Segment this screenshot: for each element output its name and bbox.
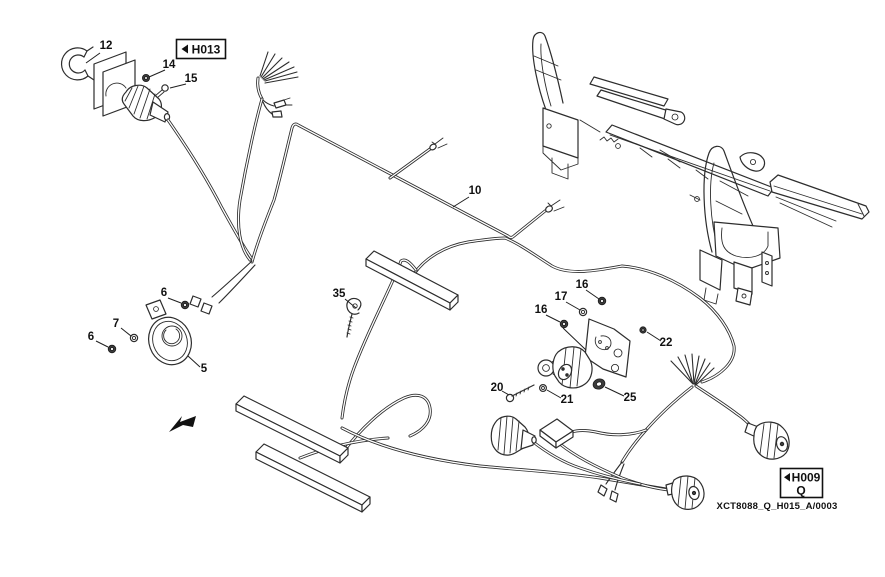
ref-box-h013: H013 bbox=[175, 38, 227, 60]
round-connector-right bbox=[744, 421, 790, 460]
washer-21 bbox=[538, 384, 547, 393]
wiring-harness bbox=[166, 97, 751, 503]
retainer-clip bbox=[60, 46, 95, 81]
left-triangle-icon bbox=[181, 44, 188, 54]
callout-10: 10 bbox=[469, 185, 482, 197]
bar-slat-middle bbox=[235, 395, 349, 464]
speaker-terminals bbox=[189, 295, 213, 315]
plug-assembly bbox=[537, 346, 593, 389]
switch-bracket-group bbox=[505, 296, 647, 403]
washer-17 bbox=[578, 307, 588, 317]
bar-slat-lower bbox=[255, 443, 371, 513]
callout-17: 17 bbox=[555, 291, 568, 303]
bar-slats bbox=[235, 250, 459, 513]
speaker bbox=[145, 299, 192, 366]
callout-14: 14 bbox=[163, 59, 176, 71]
callout-leaders bbox=[85, 52, 662, 399]
ref-label-h013: H013 bbox=[192, 43, 221, 57]
direction-arrow-icon bbox=[169, 416, 196, 432]
spade-terminal-upper bbox=[429, 137, 448, 151]
callout-25: 25 bbox=[624, 392, 637, 404]
callout-21: 21 bbox=[561, 394, 574, 406]
callout-5: 5 bbox=[201, 363, 208, 375]
wire-branch-fan bbox=[670, 353, 715, 386]
round-connector-top-left bbox=[121, 84, 171, 123]
nut-6-lower bbox=[107, 344, 117, 354]
fork-terminals bbox=[262, 97, 293, 118]
round-connector-bottom bbox=[665, 475, 705, 510]
bar-slat-upper bbox=[365, 250, 459, 311]
callout-7: 7 bbox=[113, 318, 119, 330]
ref-box-h009: H009 Q bbox=[779, 467, 824, 499]
callout-12: 12 bbox=[100, 40, 113, 52]
nut-16-upper bbox=[597, 296, 607, 306]
screw-15 bbox=[154, 84, 169, 99]
callout-16-upper: 16 bbox=[576, 279, 589, 291]
wire-splay-top bbox=[256, 51, 299, 118]
callout-16-lower: 16 bbox=[535, 304, 548, 316]
spade-terminal-mid bbox=[545, 199, 565, 213]
cable-clip-35 bbox=[346, 297, 362, 338]
nut-6-upper bbox=[180, 300, 190, 310]
drawing-code: XCT8088_Q_H015_A/0003 bbox=[717, 501, 838, 512]
bolt-20 bbox=[505, 384, 535, 403]
callout-6-lower: 6 bbox=[88, 331, 94, 343]
left-triangle-icon bbox=[784, 473, 790, 482]
callout-22: 22 bbox=[660, 337, 673, 349]
nut-14 bbox=[141, 74, 150, 83]
chassis-frame bbox=[532, 31, 870, 306]
ref-label-h009: H009 bbox=[792, 471, 821, 485]
grommet-25 bbox=[592, 378, 606, 390]
callout-35: 35 bbox=[333, 288, 346, 300]
round-connector-left bbox=[490, 415, 537, 456]
callout-20: 20 bbox=[491, 382, 504, 394]
washer-7 bbox=[129, 333, 139, 343]
ref-sublabel-q: Q bbox=[796, 484, 805, 498]
bottom-connectors bbox=[490, 415, 790, 510]
mount-assembly-top-left bbox=[60, 46, 171, 123]
callout-15: 15 bbox=[185, 73, 198, 85]
nut-16-lower bbox=[559, 319, 569, 329]
rect-connector bbox=[539, 418, 574, 449]
callout-6-upper: 6 bbox=[161, 287, 167, 299]
screw-22 bbox=[639, 326, 647, 334]
callout-numbers: 12 14 15 10 6 7 6 5 35 16 17 16 22 20 21… bbox=[88, 40, 673, 406]
stub-terminals bbox=[597, 484, 619, 503]
speaker-group bbox=[107, 295, 213, 366]
